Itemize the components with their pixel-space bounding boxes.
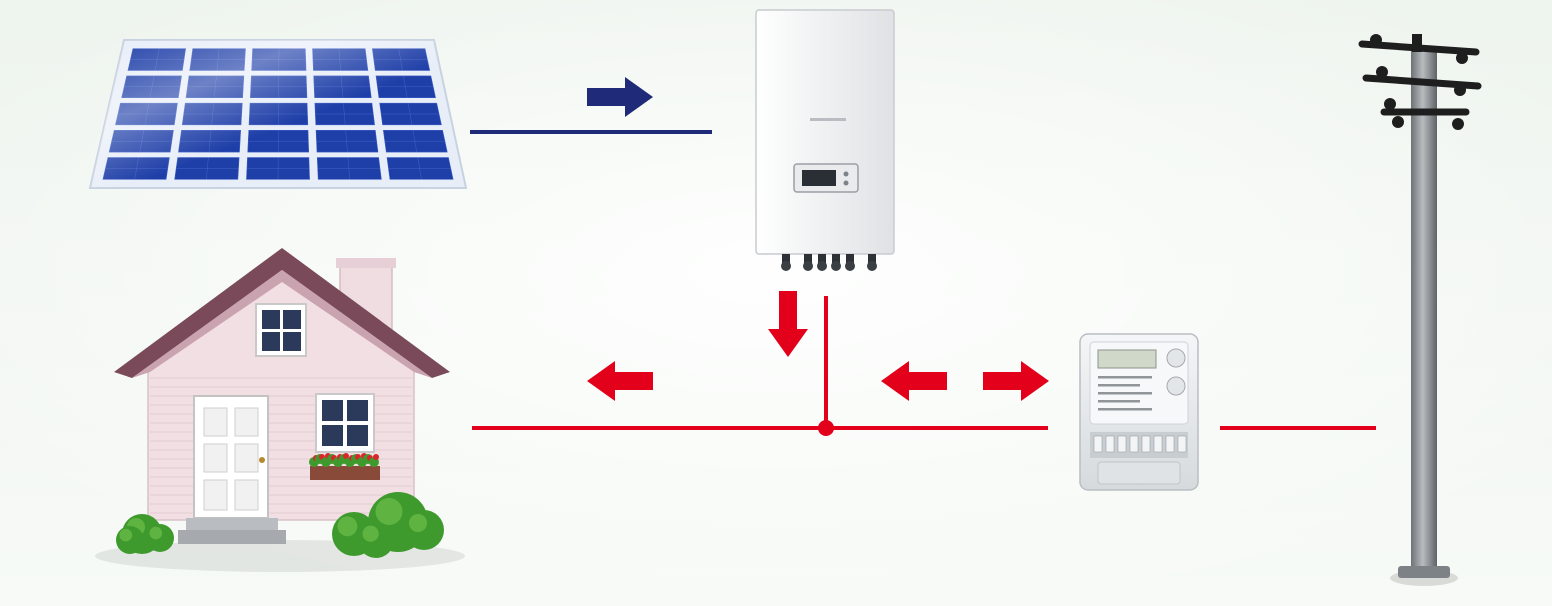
arrow-energy-meter-to-junction-icon bbox=[881, 361, 947, 401]
junction-node bbox=[818, 420, 834, 436]
house-icon bbox=[95, 248, 465, 572]
inverter-icon bbox=[755, 9, 895, 271]
wiring bbox=[470, 130, 1376, 436]
flow-arrows bbox=[587, 77, 1049, 401]
solar-panel-icon bbox=[88, 39, 468, 189]
arrow-inverter-to-junction-icon bbox=[768, 291, 808, 357]
energy-meter-icon bbox=[1079, 333, 1199, 491]
utility-pole-icon bbox=[1358, 34, 1482, 586]
arrow-junction-to-energy-meter-icon bbox=[983, 361, 1049, 401]
arrow-solar-panel-to-inverter-icon bbox=[587, 77, 653, 117]
arrow-junction-to-house-icon bbox=[587, 361, 653, 401]
